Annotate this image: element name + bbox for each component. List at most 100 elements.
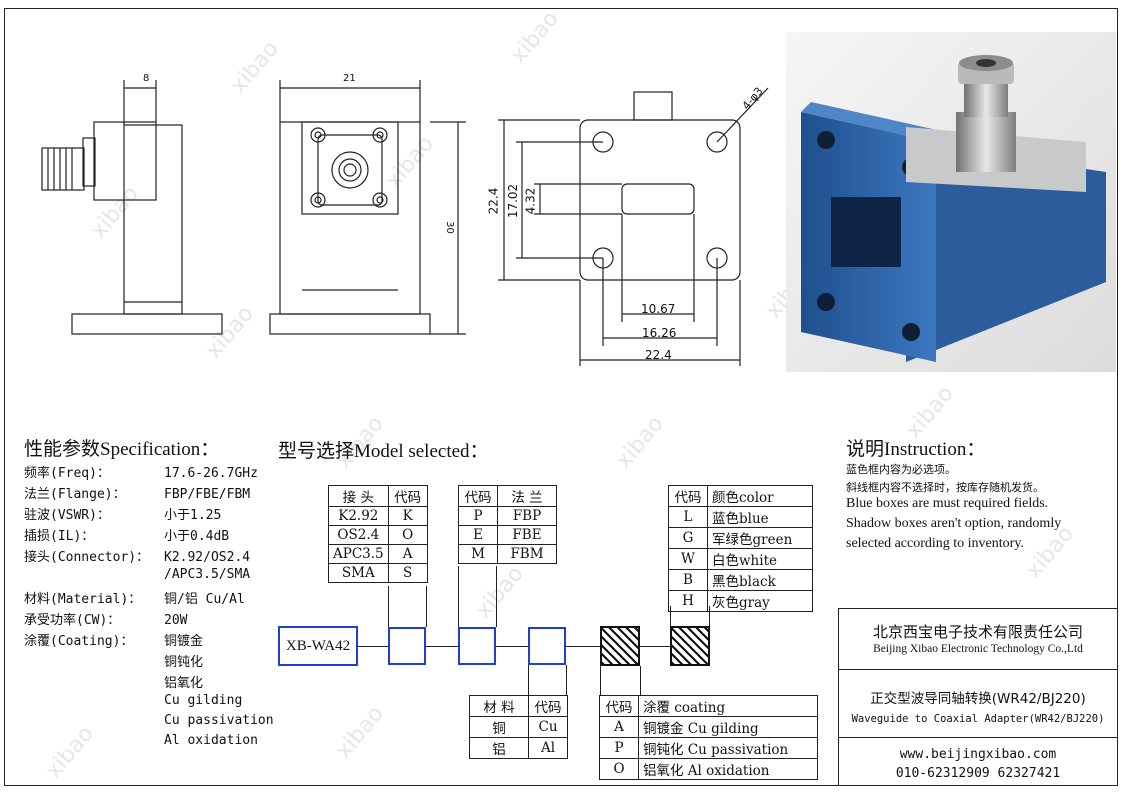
spec-value: Cu passivation bbox=[164, 713, 274, 728]
flange-code-box[interactable] bbox=[458, 627, 496, 665]
spec-row: 频率(Freq)：17.6-26.7GHz bbox=[24, 462, 258, 481]
spec-row: 材料(Material)：铜/铝 Cu/Al bbox=[24, 588, 245, 607]
connector-code-box[interactable] bbox=[388, 627, 426, 665]
instruction-line-en-3: selected according to inventory. bbox=[846, 536, 1024, 551]
spec-value: 小于1.25 bbox=[164, 508, 222, 523]
spec-row: 法兰(Flange)：FBP/FBE/FBM bbox=[24, 483, 250, 502]
spec-row: 铝氧化 bbox=[24, 672, 203, 691]
spec-row: 接头(Connector)：K2.92/OS2.4 bbox=[24, 546, 250, 565]
header-cell: 代码 bbox=[458, 485, 498, 507]
table-cell: 白色white bbox=[707, 548, 813, 570]
table-cell: APC3.5 bbox=[328, 544, 389, 564]
dim-front-height: 30 bbox=[443, 221, 455, 234]
spec-key: 法兰(Flange)： bbox=[24, 487, 126, 502]
table-cell: P bbox=[458, 506, 498, 526]
table-cell: A bbox=[387, 544, 428, 564]
leader-line bbox=[600, 666, 601, 695]
table-cell: SMA bbox=[328, 563, 389, 583]
table-cell: 铜镀金 Cu gilding bbox=[638, 716, 818, 738]
spec-value: /APC3.5/SMA bbox=[164, 567, 251, 582]
table-cell: G bbox=[668, 527, 708, 549]
connector-line bbox=[426, 646, 458, 647]
dim-slot-height: 4.32 bbox=[523, 187, 538, 215]
dim-outer-width: 22.4 bbox=[645, 348, 672, 362]
dim-inner-height: 17.02 bbox=[506, 183, 521, 219]
header-cell: 代码 bbox=[528, 695, 568, 717]
table-cell: FBM bbox=[497, 544, 557, 564]
leader-line bbox=[566, 665, 567, 695]
table-cell: FBP bbox=[497, 506, 557, 526]
spec-value: 17.6-26.7GHz bbox=[164, 466, 258, 481]
spec-value: Al oxidation bbox=[164, 733, 258, 748]
sheet-border bbox=[4, 8, 1118, 786]
table-header: 代码 颜色color bbox=[668, 485, 813, 507]
header-cell: 代码 bbox=[387, 485, 428, 507]
company-name-cell: 北京西宝电子技术有限责任公司 Beijing Xibao Electronic … bbox=[839, 609, 1117, 670]
table-cell: S bbox=[387, 563, 428, 583]
connector-line bbox=[358, 646, 388, 647]
table-cell: 黑色black bbox=[707, 569, 813, 591]
model-title: 型号选择Model selected： bbox=[278, 441, 489, 462]
spec-value: 小于0.4dB bbox=[164, 529, 230, 544]
coating-code-box[interactable] bbox=[600, 626, 640, 666]
leader-line bbox=[496, 566, 497, 627]
leader-line bbox=[388, 586, 389, 627]
spec-row: Cu gilding bbox=[24, 693, 242, 708]
table-cell: L bbox=[668, 506, 708, 528]
model-base-box: XB-WA42 bbox=[278, 626, 358, 666]
product-render-image bbox=[786, 32, 1116, 372]
header-cell: 代码 bbox=[668, 485, 708, 507]
table-cell: 铜钝化 Cu passivation bbox=[638, 737, 818, 759]
spec-key: 驻波(VSWR)： bbox=[24, 508, 110, 523]
table-cell: A bbox=[599, 716, 639, 738]
dim-inner-width: 16.26 bbox=[642, 326, 677, 340]
table-header: 材 料 代码 bbox=[469, 695, 568, 717]
leader-line bbox=[709, 606, 710, 626]
company-phone: 010-62312909 62327421 bbox=[895, 766, 1061, 781]
product-name-cn: 正交型波导同轴转换(WR42/BJ220) bbox=[870, 691, 1086, 707]
spec-value: 20W bbox=[164, 613, 188, 628]
material-code-box[interactable] bbox=[528, 627, 566, 665]
company-website[interactable]: www.beijingxibao.com bbox=[899, 747, 1057, 762]
flange-view bbox=[498, 87, 769, 366]
header-cell: 材 料 bbox=[469, 695, 529, 717]
table-cell: 铜 bbox=[469, 716, 529, 738]
spec-row: 驻波(VSWR)： 小于1.25 bbox=[24, 504, 221, 523]
spec-row: 插损(IL)：小于0.4dB bbox=[24, 525, 229, 544]
table-cell: 铝 bbox=[469, 737, 529, 759]
product-name-en: Waveguide to Coaxial Adapter(WR42/BJ220) bbox=[851, 713, 1105, 725]
color-code-box[interactable] bbox=[670, 626, 710, 666]
table-header: 代码 法 兰 bbox=[458, 485, 557, 507]
header-cell: 法 兰 bbox=[497, 485, 557, 507]
spec-value: 铜钝化 bbox=[164, 655, 204, 670]
dim-slot-width: 10.67 bbox=[641, 302, 676, 316]
table-cell: H bbox=[668, 590, 708, 612]
side-view bbox=[41, 80, 223, 335]
spec-key: 接头(Connector)： bbox=[24, 550, 150, 565]
header-cell: 涂覆 coating bbox=[638, 695, 818, 717]
instruction-line-cn-1: 蓝色框内容为必选项。 bbox=[846, 463, 956, 476]
table-cell: Al bbox=[528, 737, 568, 759]
leader-line bbox=[670, 606, 671, 626]
header-cell: 接 头 bbox=[328, 485, 389, 507]
spec-key: 承受功率(CW)： bbox=[24, 613, 121, 628]
